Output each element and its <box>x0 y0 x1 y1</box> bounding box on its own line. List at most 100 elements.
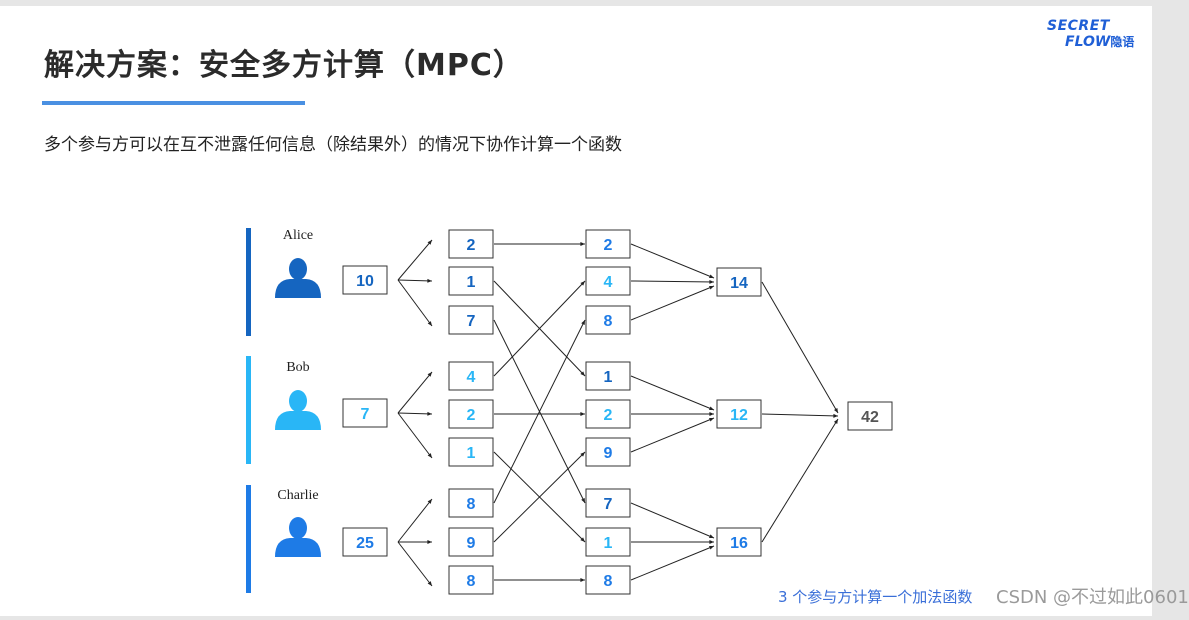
received-5-value: 9 <box>604 445 613 462</box>
sum-line-6-head <box>709 534 714 539</box>
sum-line-1-head <box>709 279 714 284</box>
received-4-box <box>585 399 631 429</box>
received-7-box <box>585 527 631 557</box>
sum-line-3 <box>630 375 715 411</box>
share-1-box <box>448 266 494 296</box>
fanout-line-0-head <box>427 240 432 245</box>
sum-line-5 <box>630 417 715 453</box>
result-line-2 <box>761 418 839 543</box>
fanout-line-5-head <box>427 453 432 458</box>
result-value: 42 <box>861 409 879 426</box>
share-2-value: 7 <box>467 313 476 330</box>
received-2-value: 8 <box>604 313 613 330</box>
sum-line-7-head <box>709 540 714 544</box>
person-icon-charlie-head <box>289 517 307 539</box>
exchange-line-8-head <box>580 578 585 582</box>
person-icon-charlie-body <box>275 538 321 557</box>
person-icon-bob-head <box>289 390 307 412</box>
sum-line-8-head <box>709 545 714 550</box>
party-bar-bob <box>246 356 251 464</box>
fanout-line-3-head <box>427 372 432 377</box>
share-0-box <box>448 229 494 259</box>
exchange-line-4-head <box>580 412 585 416</box>
sum-line-0 <box>630 243 715 279</box>
sum-line-1 <box>630 280 715 283</box>
result-box <box>847 401 893 431</box>
share-3-value: 4 <box>467 369 476 386</box>
logo-cn: 隐语 <box>1110 35 1135 49</box>
fanout-line-1-head <box>427 278 432 283</box>
share-7-value: 9 <box>467 535 476 552</box>
share-2-box <box>448 305 494 335</box>
exchange-line-6 <box>493 319 586 504</box>
received-8-box <box>585 565 631 595</box>
fanout-line-4 <box>397 412 433 415</box>
received-5-box <box>585 437 631 467</box>
share-3-box <box>448 361 494 391</box>
page-subtitle: 多个参与方可以在互不泄露任何信息（除结果外）的情况下协作计算一个函数 <box>44 135 622 155</box>
party-name-alice: Alice <box>283 228 313 243</box>
result-line-2-head <box>833 419 838 424</box>
received-6-value: 7 <box>604 496 613 513</box>
input-alice-value: 10 <box>356 273 374 290</box>
input-bob-box <box>342 398 388 428</box>
fanout-line-4-head <box>427 411 432 416</box>
sum-line-3-head <box>709 406 714 411</box>
share-5-value: 1 <box>467 445 476 462</box>
result-line-0-head <box>834 408 838 413</box>
party-bar-charlie <box>246 485 251 593</box>
received-4-value: 2 <box>604 407 613 424</box>
logo-line2-wrap: FLOW隐语 <box>1065 33 1134 50</box>
sum-1-box <box>716 399 762 429</box>
fanout-line-6 <box>397 498 433 543</box>
share-8-box <box>448 565 494 595</box>
share-7-box <box>448 527 494 557</box>
share-6-box <box>448 488 494 518</box>
fanout-line-2-head <box>427 321 432 326</box>
received-6-box <box>585 488 631 518</box>
party-bar-alice <box>246 228 251 336</box>
input-bob-value: 7 <box>361 406 370 423</box>
exchange-line-5-head <box>580 537 585 542</box>
party-name-charlie: Charlie <box>277 488 318 503</box>
received-1-value: 4 <box>604 274 613 291</box>
exchange-line-3-head <box>580 281 585 286</box>
fanout-line-5 <box>397 412 433 459</box>
watermark: CSDN @不过如此0601 <box>996 587 1189 608</box>
slide: 解决方案：安全多方计算（MPC） 多个参与方可以在互不泄露任何信息（除结果外）的… <box>0 6 1152 616</box>
result-line-0 <box>761 281 839 414</box>
fanout-line-6-head <box>427 499 432 504</box>
page-title: 解决方案：安全多方计算（MPC） <box>44 48 524 83</box>
fanout-line-2 <box>397 279 433 327</box>
exchange-line-6-head <box>581 320 585 325</box>
fanout-line-8-head <box>427 581 432 586</box>
received-3-value: 1 <box>604 369 613 386</box>
title-underline <box>42 101 305 105</box>
input-charlie-box <box>342 527 388 557</box>
sum-line-0-head <box>709 274 714 279</box>
party-name-bob: Bob <box>286 360 309 375</box>
exchange-line-3 <box>493 280 586 377</box>
input-charlie-value: 25 <box>356 535 374 552</box>
received-1-box <box>585 266 631 296</box>
sum-1-value: 12 <box>730 407 748 424</box>
sum-line-2 <box>630 285 715 321</box>
sum-2-box <box>716 527 762 557</box>
sum-line-8 <box>630 545 715 581</box>
received-0-box <box>585 229 631 259</box>
share-5-box <box>448 437 494 467</box>
received-3-box <box>585 361 631 391</box>
sum-2-value: 16 <box>730 535 748 552</box>
diagram-caption: 3 个参与方计算一个加法函数 <box>778 588 973 606</box>
person-icon-alice-body <box>275 279 321 298</box>
exchange-line-0-head <box>580 242 585 246</box>
share-4-box <box>448 399 494 429</box>
exchange-line-1-head <box>580 371 585 376</box>
sum-line-6 <box>630 502 715 539</box>
sum-line-4-head <box>709 412 714 416</box>
share-6-value: 8 <box>467 496 476 513</box>
logo-line1: SECRET <box>1047 18 1110 34</box>
person-icon-alice-head <box>289 258 307 280</box>
fanout-line-1 <box>397 279 433 282</box>
sum-0-box <box>716 267 762 297</box>
